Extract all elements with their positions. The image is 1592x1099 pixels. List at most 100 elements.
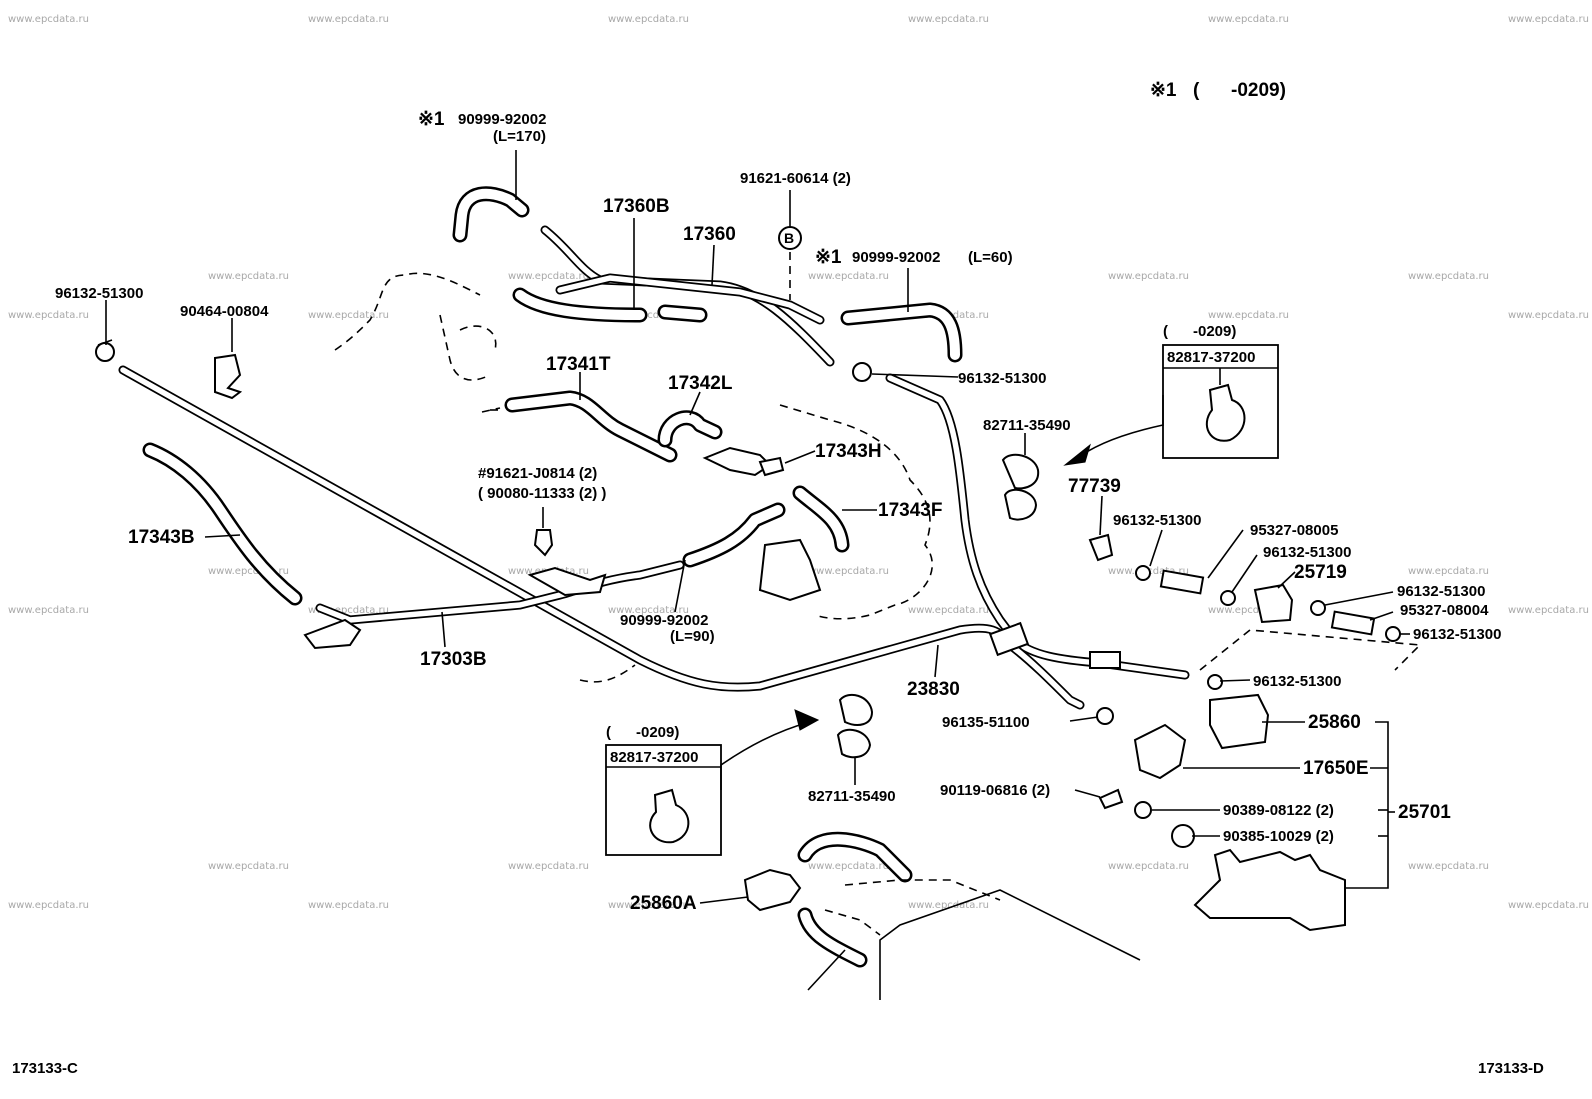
watermark: www.epcdata.ru	[308, 14, 389, 25]
watermark: www.epcdata.ru	[1408, 271, 1489, 282]
label-82817-37200: 82817-37200	[610, 749, 698, 766]
clamp-82711-35490-left	[836, 693, 874, 759]
label-96132-51300: 96132-51300	[1397, 583, 1485, 600]
hose-17342l	[657, 410, 723, 448]
label-96135-51100: 96135-51100	[942, 714, 1030, 731]
clamp-96132-51300-mid	[852, 362, 872, 382]
grommet-90385-10029	[1171, 824, 1195, 848]
bolt-91621-j0814	[533, 529, 554, 557]
clamp-right-4	[1385, 626, 1401, 642]
label-25701: 25701	[1398, 802, 1451, 823]
grommet-90389-08122	[1134, 801, 1152, 819]
vsv-25860a	[743, 831, 913, 968]
vsv-25860	[1209, 693, 1270, 750]
label-82711-35490: 82711-35490	[983, 417, 1071, 434]
watermark: www.epcdata.ru	[908, 605, 989, 616]
label-25860: 25860	[1308, 712, 1361, 733]
watermark: www.epcdata.ru	[1108, 271, 1189, 282]
label-90999-92002-l60: 90999-92002	[852, 249, 940, 266]
label-90389-08122: 90389-08122 (2)	[1223, 802, 1334, 819]
part-77739	[1088, 533, 1114, 562]
bolt-90119-06816	[1098, 788, 1124, 810]
engine-phantom-outline	[334, 272, 933, 683]
watermark: www.epcdata.ru	[308, 310, 389, 321]
clamp-right-1	[1135, 565, 1151, 581]
label-17303b: 17303B	[420, 649, 487, 670]
hose-95327-08004	[1330, 610, 1376, 636]
label-17360b: 17360B	[603, 196, 670, 217]
reference-code-right: 173133-D	[1478, 1060, 1544, 1077]
bolt-b-mark: B	[784, 230, 794, 246]
valve-25719	[1253, 583, 1294, 624]
watermark: www.epcdata.ru	[1208, 310, 1289, 321]
label-17341t: 17341T	[546, 354, 611, 375]
reference-code-left: 173133-C	[12, 1060, 78, 1077]
watermark: www.epcdata.ru	[8, 900, 89, 911]
clamp-right-2	[1220, 590, 1236, 606]
watermark: www.epcdata.ru	[1508, 14, 1589, 25]
phantom-frame	[1199, 629, 1422, 671]
watermark: www.epcdata.ru	[308, 900, 389, 911]
label-96132-51300: 96132-51300	[958, 370, 1046, 387]
watermark: www.epcdata.ru	[608, 605, 689, 616]
bracket-25701	[1193, 848, 1346, 932]
hose-l60	[840, 302, 963, 363]
label-82711-35490: 82711-35490	[808, 788, 896, 805]
bracket	[527, 566, 607, 597]
watermark: www.epcdata.ru	[208, 566, 289, 577]
label-l90: (L=90)	[670, 628, 715, 645]
label-25719: 25719	[1294, 562, 1347, 583]
label-23830: 23830	[907, 679, 960, 700]
label-96132-51300: 96132-51300	[1253, 673, 1341, 690]
watermark: www.epcdata.ru	[8, 14, 89, 25]
watermark: www.epcdata.ru	[508, 861, 589, 872]
watermark: www.epcdata.ru	[908, 14, 989, 25]
clip-90464-00804	[214, 353, 243, 400]
label-l60: (L=60)	[968, 249, 1013, 266]
watermark: www.epcdata.ru	[208, 861, 289, 872]
label-95327-08005: 95327-08005	[1250, 522, 1338, 539]
watermark: www.epcdata.ru	[508, 271, 589, 282]
watermark: www.epcdata.ru	[1508, 900, 1589, 911]
watermark: www.epcdata.ru	[608, 14, 689, 25]
watermark: www.epcdata.ru	[308, 605, 389, 616]
label-mark: ※1	[418, 109, 445, 130]
label-90464-00804: 90464-00804	[180, 303, 269, 320]
hose-17343f	[792, 485, 850, 553]
watermark: www.epcdata.ru	[208, 271, 289, 282]
hose-17343b	[142, 442, 303, 606]
label-90999-92002-l90: 90999-92002	[620, 612, 708, 629]
label-96132-51300: 96132-51300	[1113, 512, 1201, 529]
label-17343f: 17343F	[878, 500, 942, 521]
label-95327-08004: 95327-08004	[1400, 602, 1489, 619]
label-90119-06816: 90119-06816 (2)	[940, 782, 1050, 799]
watermark: www.epcdata.ru	[908, 900, 989, 911]
vacuum-valve	[758, 538, 822, 602]
watermark: www.epcdata.ru	[808, 271, 889, 282]
label-17343b: 17343B	[128, 527, 195, 548]
clamp-96132-51300-left	[95, 339, 115, 362]
watermark: www.epcdata.ru	[1408, 861, 1489, 872]
clamp-right-3	[1310, 600, 1326, 616]
label-l170: (L=170)	[493, 128, 546, 145]
clamp-96135-51100	[1096, 707, 1114, 725]
variant-box-left	[605, 709, 820, 856]
pipe-joint	[988, 621, 1030, 657]
bolt-b: B	[778, 226, 802, 300]
label-96132-51300: 96132-51300	[1413, 626, 1501, 643]
watermark: www.epcdata.ru	[8, 605, 89, 616]
hose-l170	[452, 186, 530, 243]
label-range-right: ( -0209)	[1163, 323, 1236, 340]
leader-lines	[105, 150, 1410, 904]
note-mark: ※1	[1150, 80, 1177, 101]
watermark: www.epcdata.ru	[1208, 605, 1289, 616]
label-25860a: 25860A	[630, 893, 697, 914]
hose-95327-08005	[1159, 569, 1205, 595]
label-17343h: 17343H	[815, 441, 882, 462]
watermark: www.epcdata.ru	[608, 310, 689, 321]
label-82817-37200: 82817-37200	[1167, 349, 1255, 366]
label-range-left: ( -0209)	[606, 724, 679, 741]
pipe-17360	[512, 225, 835, 367]
label-96132-51300: 96132-51300	[55, 285, 143, 302]
